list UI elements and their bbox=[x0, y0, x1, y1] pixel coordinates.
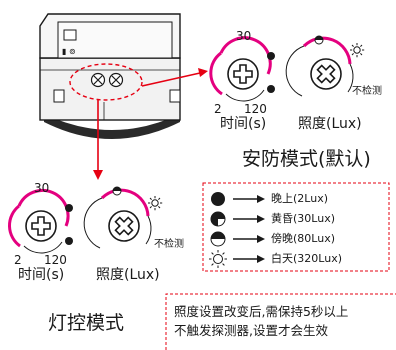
security-mode-title: 安防模式(默认) bbox=[242, 148, 371, 170]
legend-item-evening: 傍晚(80Lux) bbox=[271, 232, 335, 245]
top-lux-label: 照度(Lux) bbox=[298, 116, 362, 132]
three-quarter-moon-icon bbox=[210, 211, 226, 227]
bottom-no-detect-label: 不检测 bbox=[154, 239, 184, 250]
note-box bbox=[165, 293, 396, 350]
note-line-2: 不触发探测器,设置才会生效 bbox=[174, 323, 328, 338]
top-no-detect-label: 不检测 bbox=[352, 86, 382, 97]
sun-icon bbox=[209, 250, 227, 268]
legend-item-night: 晚上(2Lux) bbox=[271, 192, 328, 205]
legend-box bbox=[202, 182, 390, 272]
bottom-time-dial bbox=[7, 189, 73, 254]
top-time-value-30: 30 bbox=[236, 29, 252, 43]
sensor-device: ▮ ⊚ bbox=[39, 13, 181, 139]
light-control-mode-title: 灯控模式 bbox=[48, 312, 125, 334]
full-moon-black-icon bbox=[211, 192, 225, 206]
top-time-dial bbox=[209, 36, 275, 102]
bottom-time-value-30: 30 bbox=[34, 181, 50, 195]
top-lux-dial bbox=[285, 35, 365, 97]
arrow-to-top-dials bbox=[141, 68, 208, 87]
note-text: 照度设置改变后,需保持5秒以上 不触发探测器,设置才会生效 bbox=[174, 302, 394, 340]
top-time-label: 时间(s) bbox=[220, 116, 267, 132]
note-line-1: 照度设置改变后,需保持5秒以上 bbox=[174, 304, 349, 319]
bottom-time-value-120: 120 bbox=[44, 253, 67, 267]
bottom-lux-dial bbox=[83, 186, 163, 249]
bottom-time-label: 时间(s) bbox=[18, 267, 65, 283]
legend-icons bbox=[209, 192, 227, 268]
top-time-value-120: 120 bbox=[244, 102, 267, 116]
legend-item-day: 白天(320Lux) bbox=[271, 252, 342, 265]
highlight-ellipse bbox=[69, 63, 143, 101]
arrow-to-bottom-dials bbox=[93, 100, 103, 180]
legend-item-dusk: 黄昏(30Lux) bbox=[271, 212, 335, 225]
svg-text:▮ ⊚: ▮ ⊚ bbox=[62, 47, 76, 56]
top-time-value-2: 2 bbox=[214, 102, 222, 116]
half-moon-icon bbox=[210, 231, 226, 247]
bottom-lux-label: 照度(Lux) bbox=[96, 267, 160, 283]
legend-arrows bbox=[233, 195, 265, 263]
bottom-time-value-2: 2 bbox=[14, 253, 22, 267]
